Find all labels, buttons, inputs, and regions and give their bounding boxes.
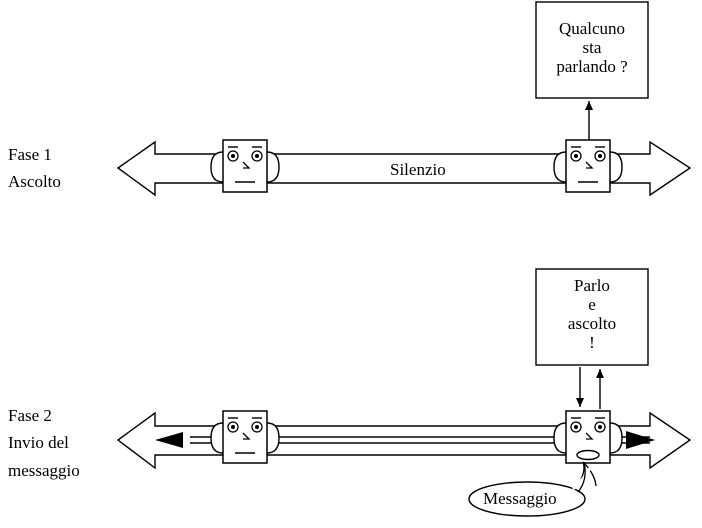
speech-bubble: [468, 481, 586, 517]
phase1-box-text: Qualcuno sta parlando ?: [556, 19, 628, 76]
phase2-station-left: [210, 410, 280, 464]
phase1-title-line1: Fase 1: [8, 145, 52, 164]
phase1-station-right: [553, 139, 623, 193]
phase2-title-line2: Invio del: [8, 433, 69, 452]
phase2-station-right: [553, 410, 623, 464]
phase2-thought-box: [535, 268, 649, 366]
phase1-channel-label: Silenzio: [390, 160, 446, 179]
phase1-title-line2: Ascolto: [8, 172, 61, 191]
phase2-box-text: Parlo e ascolto !: [567, 276, 617, 352]
speech-bubble-text: Messaggio: [483, 489, 557, 508]
phase1-thought-box: [535, 1, 649, 99]
station-mouth-open: [576, 449, 600, 461]
phase1-station-left: [210, 139, 280, 193]
propagation-right-arrow: [626, 431, 655, 449]
phase2-title-line3: messaggio: [8, 461, 80, 480]
propagation-left-arrow: [155, 432, 183, 448]
phase2-title-line1: Fase 2: [8, 406, 52, 425]
